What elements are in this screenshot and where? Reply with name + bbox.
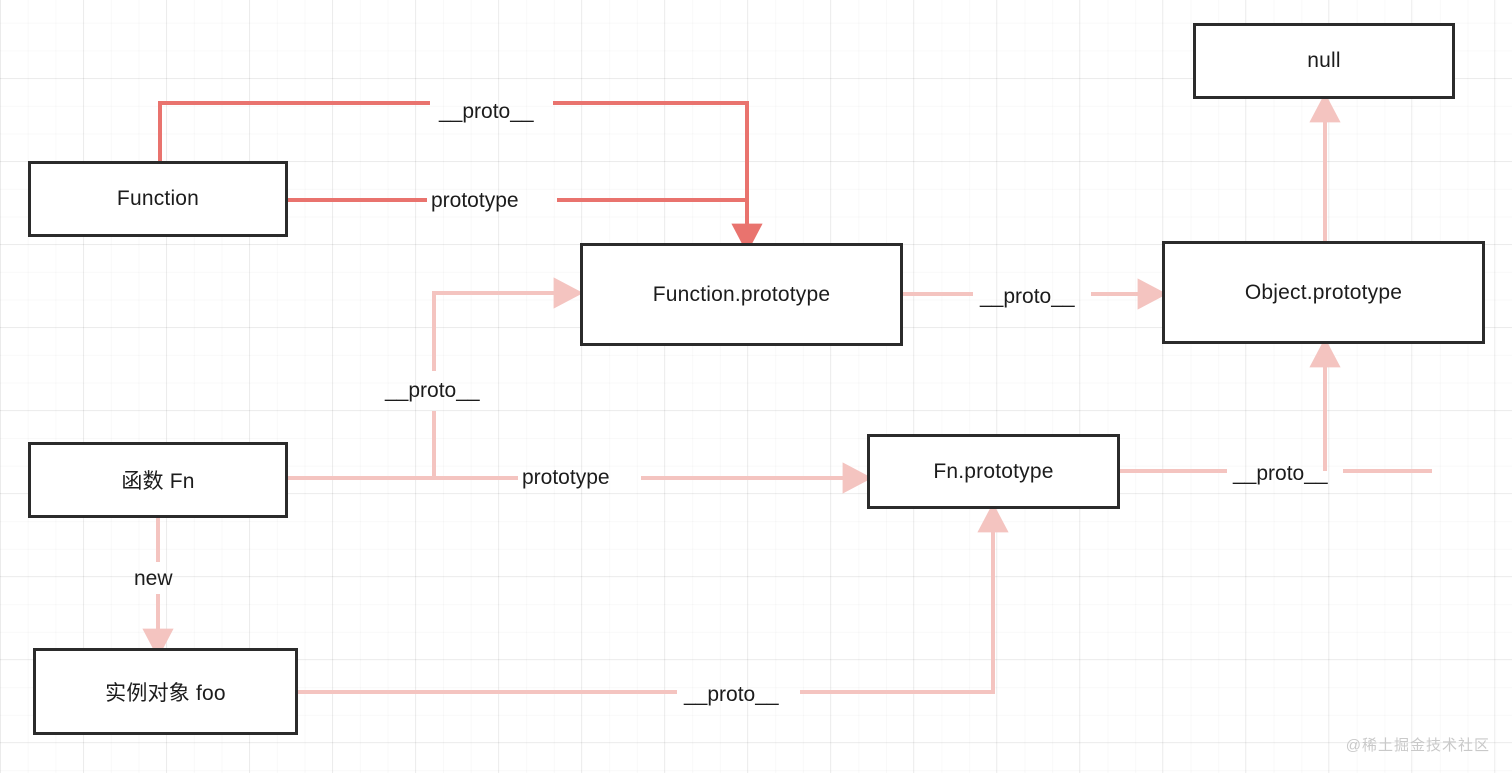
node-object-prototype[interactable]: Object.prototype bbox=[1162, 241, 1485, 344]
node-object-prototype-label: Object.prototype bbox=[1244, 280, 1403, 304]
edge-function-proto bbox=[158, 101, 763, 254]
node-foo-label: 实例对象 foo bbox=[105, 681, 226, 705]
edge-label-fn-prototype-proto: __proto__ bbox=[1233, 462, 1328, 485]
node-fn[interactable]: 函数 Fn bbox=[28, 442, 288, 518]
edge-label-function-prototype: prototype bbox=[431, 189, 519, 212]
edge-label-fn-prototype: prototype bbox=[522, 466, 610, 489]
node-foo[interactable]: 实例对象 foo bbox=[33, 648, 298, 735]
edge-fn-proto bbox=[432, 277, 584, 478]
edge-label-function-proto: __proto__ bbox=[439, 100, 534, 123]
node-function-prototype-label: Function.prototype bbox=[652, 282, 831, 306]
edge-label-function-prototype-proto: __proto__ bbox=[980, 285, 1075, 308]
watermark: @稀土掘金技术社区 bbox=[1345, 737, 1490, 754]
edge-label-foo-proto: __proto__ bbox=[684, 683, 779, 706]
node-function[interactable]: Function bbox=[28, 161, 288, 237]
edge-fn-prototype-proto bbox=[1120, 337, 1432, 473]
node-fn-prototype[interactable]: Fn.prototype bbox=[867, 434, 1120, 509]
edge-label-fn-proto: __proto__ bbox=[385, 379, 480, 402]
edge-label-new: new bbox=[134, 567, 173, 590]
node-null[interactable]: null bbox=[1193, 23, 1455, 99]
node-fn-label: 函数 Fn bbox=[121, 470, 195, 493]
node-function-label: Function bbox=[116, 187, 200, 210]
edge-foo-proto bbox=[298, 502, 1009, 694]
node-function-prototype[interactable]: Function.prototype bbox=[580, 243, 903, 346]
node-null-label: null bbox=[1307, 49, 1341, 72]
node-fn-prototype-label: Fn.prototype bbox=[933, 459, 1054, 483]
